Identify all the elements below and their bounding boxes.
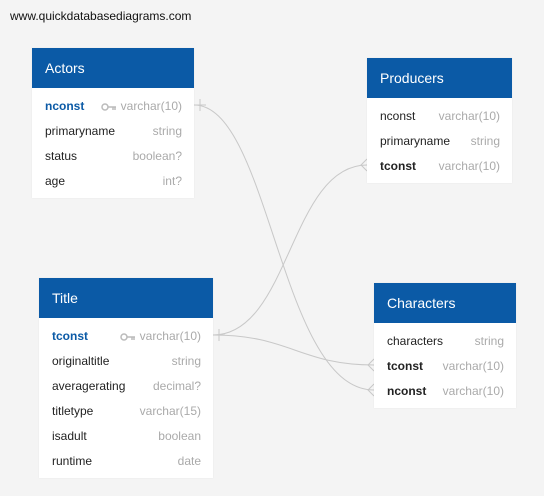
field-type: boolean? [132,149,182,163]
field-name: titletype [52,404,94,418]
field-name: nconst [45,99,85,113]
field-type: varchar(10) [438,159,500,173]
field-name: tconst [387,359,423,373]
key-icon [119,333,135,341]
field-row[interactable]: nconst varchar(10) [32,94,194,119]
field-row[interactable]: averagerating decimal? [39,374,213,399]
field-type-text: varchar(10) [120,99,182,113]
table-characters[interactable]: Characters characters string tconst varc… [374,283,516,408]
field-type: string [152,124,182,138]
field-name: tconst [52,329,88,343]
key-icon [100,103,116,111]
field-type: string [171,354,201,368]
field-name: isadult [52,429,87,443]
field-row[interactable]: nconst varchar(10) [374,379,516,404]
field-type: varchar(10) [100,94,182,119]
table-producers[interactable]: Producers nconst varchar(10) primaryname… [367,58,512,183]
field-name: averagerating [52,379,126,393]
field-type-text: varchar(10) [139,329,201,343]
field-row[interactable]: originaltitle string [39,349,213,374]
link-title-characters [212,334,375,366]
link-title-producers [212,164,368,336]
table-header[interactable]: Characters [374,283,516,323]
field-name: originaltitle [52,354,110,368]
field-name: primaryname [45,124,116,138]
field-type: decimal? [152,379,201,393]
field-name: primaryname [380,134,451,148]
many-marker-characters-tconst [367,358,375,372]
field-type: boolean [158,429,201,443]
field-row[interactable]: tconst varchar(10) [367,154,512,179]
field-row[interactable]: age int? [32,169,194,194]
table-header[interactable]: Producers [367,58,512,98]
field-type: int? [162,174,182,188]
table-actors[interactable]: Actors nconst varchar(10) primaryname st… [32,48,194,198]
field-name: runtime [52,454,93,468]
field-type: varchar(10) [119,324,201,349]
field-name: nconst [380,109,416,123]
field-name: status [45,149,78,163]
many-marker-producers [360,158,368,172]
field-row[interactable]: primaryname string [32,119,194,144]
field-type: date [177,454,201,468]
field-row[interactable]: titletype varchar(15) [39,399,213,424]
field-row[interactable]: tconst varchar(10) [39,324,213,349]
field-type: varchar(10) [438,109,500,123]
field-name: nconst [387,384,427,398]
field-type: string [470,134,500,148]
table-header[interactable]: Actors [32,48,194,88]
watermark-url[interactable]: www.quickdatabasediagrams.com [10,9,192,23]
many-marker-characters-nconst [367,383,375,397]
field-row[interactable]: primaryname string [367,129,512,154]
field-type: varchar(15) [139,404,201,418]
field-row[interactable]: isadult boolean [39,424,213,449]
field-row[interactable]: tconst varchar(10) [374,354,516,379]
table-header[interactable]: Title [39,278,213,318]
field-row[interactable]: status boolean? [32,144,194,169]
field-name: age [45,174,66,188]
field-name: characters [387,334,444,348]
field-type: varchar(10) [442,384,504,398]
field-name: tconst [380,159,416,173]
table-title[interactable]: Title tconst varchar(10) originaltitle s… [39,278,213,478]
field-row[interactable]: nconst varchar(10) [367,104,512,129]
field-row[interactable]: runtime date [39,449,213,474]
field-type: varchar(10) [442,359,504,373]
link-actors-characters [193,104,375,391]
field-type: string [474,334,504,348]
field-row[interactable]: characters string [374,329,516,354]
